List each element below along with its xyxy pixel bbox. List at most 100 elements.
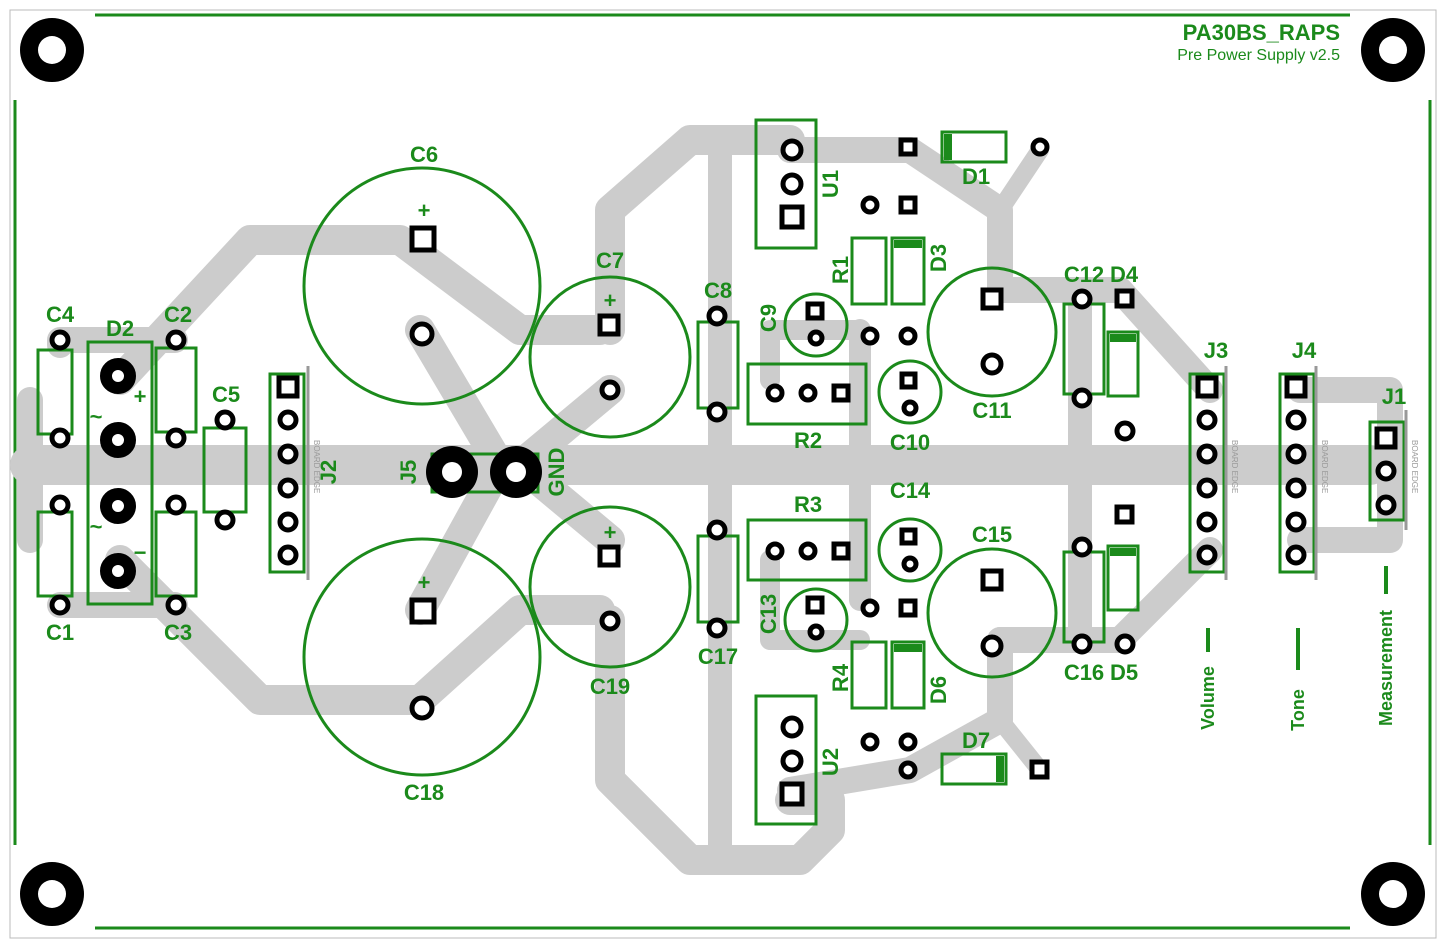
- pad-icon: [1071, 288, 1093, 310]
- pad-icon: [597, 313, 621, 337]
- label-C3: C3: [164, 620, 192, 645]
- pad-icon: [165, 427, 187, 449]
- pad-icon: [165, 329, 187, 351]
- svg-text:BOARD EDGE: BOARD EDGE: [1320, 440, 1329, 493]
- label-D1: D1: [962, 164, 990, 189]
- pad-icon: [1374, 426, 1398, 450]
- pad-icon: [1196, 443, 1218, 465]
- svg-text:BOARD EDGE: BOARD EDGE: [1230, 440, 1239, 493]
- pad-icon: [1196, 477, 1218, 499]
- pad-icon: [898, 598, 918, 618]
- label-D3: D3: [926, 244, 951, 272]
- pad-icon: [860, 598, 880, 618]
- label-U2: U2: [818, 748, 843, 776]
- pad-icon: [831, 383, 851, 403]
- label-C8: C8: [704, 278, 732, 303]
- pad-icon: [860, 732, 880, 752]
- svg-text:+: +: [604, 520, 617, 545]
- pad-icon: [409, 225, 437, 253]
- pad-icon: [214, 509, 236, 531]
- pad-icon: [898, 326, 918, 346]
- pad-icon: [1285, 443, 1307, 465]
- pad-icon: [277, 443, 299, 465]
- label-C17: C17: [698, 644, 738, 669]
- svg-text:+: +: [418, 198, 431, 223]
- pad-icon: [798, 383, 818, 403]
- board-subtitle: Pre Power Supply v2.5: [1177, 47, 1340, 64]
- pad-icon: [409, 695, 435, 721]
- svg-text:~: ~: [90, 514, 103, 539]
- mounting-hole-icon: [1361, 862, 1425, 926]
- pad-icon: [706, 617, 728, 639]
- label-J3: J3: [1204, 338, 1228, 363]
- label-D5: D5: [1110, 660, 1138, 685]
- pad-icon: [780, 715, 804, 739]
- pad-icon: [1071, 536, 1093, 558]
- svg-text:~: ~: [90, 404, 103, 429]
- pad-icon: [805, 595, 825, 615]
- pad-icon: [1375, 494, 1397, 516]
- pad-icon: [780, 172, 804, 196]
- label-C13: C13: [756, 594, 781, 634]
- pad-icon: [1030, 137, 1050, 157]
- svg-text:−: −: [134, 540, 147, 565]
- pad-icon: [599, 379, 621, 401]
- label-measurement: Measurement: [1376, 610, 1396, 726]
- pad-icon: [1375, 460, 1397, 482]
- pad-icon: [1285, 544, 1307, 566]
- pad-icon: [798, 541, 818, 561]
- mounting-hole-icon: [20, 18, 84, 82]
- pad-icon: [1114, 633, 1136, 655]
- connector-edges: [306, 366, 1408, 580]
- pad-icon: [277, 544, 299, 566]
- label-C4: C4: [46, 302, 75, 327]
- pad-icon: [805, 301, 825, 321]
- label-D7: D7: [962, 728, 990, 753]
- label-C1: C1: [46, 620, 74, 645]
- pad-icon: [409, 321, 435, 347]
- label-D6: D6: [926, 676, 951, 704]
- label-C12: C12: [1064, 262, 1104, 287]
- label-R2: R2: [794, 428, 822, 453]
- mounting-hole-icon: [1361, 18, 1425, 82]
- pad-icon: [409, 597, 437, 625]
- pad-icon: [1285, 511, 1307, 533]
- pad-icon: [100, 488, 136, 524]
- pad-icon: [898, 195, 918, 215]
- pad-icon: [706, 401, 728, 423]
- pad-icon: [807, 623, 825, 641]
- pad-icon: [1114, 420, 1136, 442]
- label-C18: C18: [404, 780, 444, 805]
- pad-icon: [780, 138, 804, 162]
- pad-icon: [276, 375, 300, 399]
- label-U1: U1: [818, 170, 843, 198]
- pad-icon: [1196, 544, 1218, 566]
- pad-icon: [1114, 288, 1135, 309]
- reference-designators: C4 D2 C2 C5 C1 C3 C6 C18 C7 C19 C8 C17 R…: [46, 142, 1406, 805]
- pad-icon: [1195, 375, 1219, 399]
- label-J4: J4: [1292, 338, 1317, 363]
- pad-icon: [1285, 409, 1307, 431]
- svg-text:+: +: [134, 384, 147, 409]
- label-C16: C16: [1064, 660, 1104, 685]
- pad-icon: [780, 749, 804, 773]
- pad-icon: [1071, 387, 1093, 409]
- pad-icon: [1114, 504, 1135, 525]
- pad-icon: [899, 527, 918, 546]
- silkscreen-outlines: [36, 118, 1406, 826]
- label-C14: C14: [890, 478, 931, 503]
- pad-icon: [898, 137, 918, 157]
- label-C15: C15: [972, 522, 1012, 547]
- pad-icon: [1285, 477, 1307, 499]
- pad-icon: [765, 383, 785, 403]
- pad-icon: [807, 329, 825, 347]
- label-C6: C6: [410, 142, 438, 167]
- label-C9: C9: [756, 304, 781, 332]
- pad-icon: [277, 511, 299, 533]
- board-edge-markers: BOARD EDGE BOARD EDGE BOARD EDGE BOARD E…: [312, 440, 1419, 493]
- label-R3: R3: [794, 492, 822, 517]
- label-D2: D2: [106, 316, 134, 341]
- svg-text:+: +: [418, 570, 431, 595]
- pad-icon: [277, 409, 299, 431]
